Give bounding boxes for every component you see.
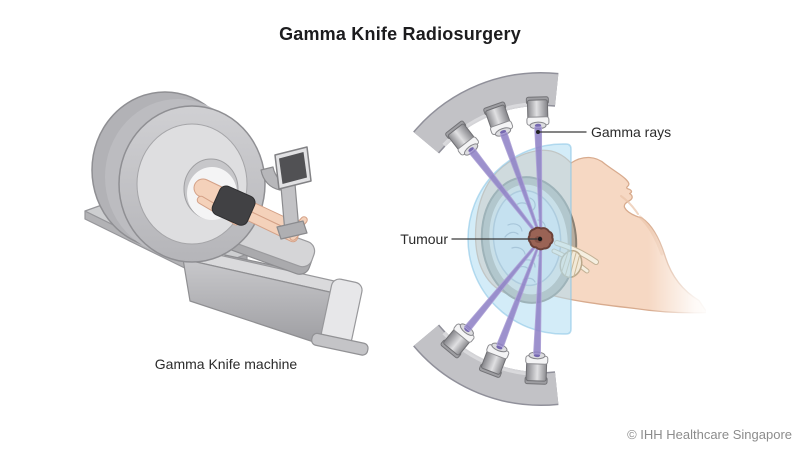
emitter [478,342,510,378]
monitor [260,146,312,240]
emitter [440,323,475,359]
gantry-torus [91,91,266,263]
gamma-knife-machine-illustration [84,91,369,356]
radiosurgery-illustration [413,72,736,406]
patient-shorts [211,185,256,226]
emitter [524,351,549,385]
leader-lines [451,130,587,242]
machine-caption: Gamma Knife machine [154,356,298,372]
emitter [525,96,550,130]
tumour-label: Tumour [400,231,448,247]
emitter [445,120,479,156]
page-title: Gamma Knife Radiosurgery [279,24,521,44]
gamma-rays-label: Gamma rays [591,124,672,140]
gamma-ray-beams [463,126,543,355]
machine-pedestal [182,250,369,356]
beam-emitters [440,96,550,385]
gamma-rays-leader-dot [536,130,540,134]
copyright-notice: © IHH Healthcare Singapore [627,427,792,442]
tumour-leader-dot [537,236,543,242]
